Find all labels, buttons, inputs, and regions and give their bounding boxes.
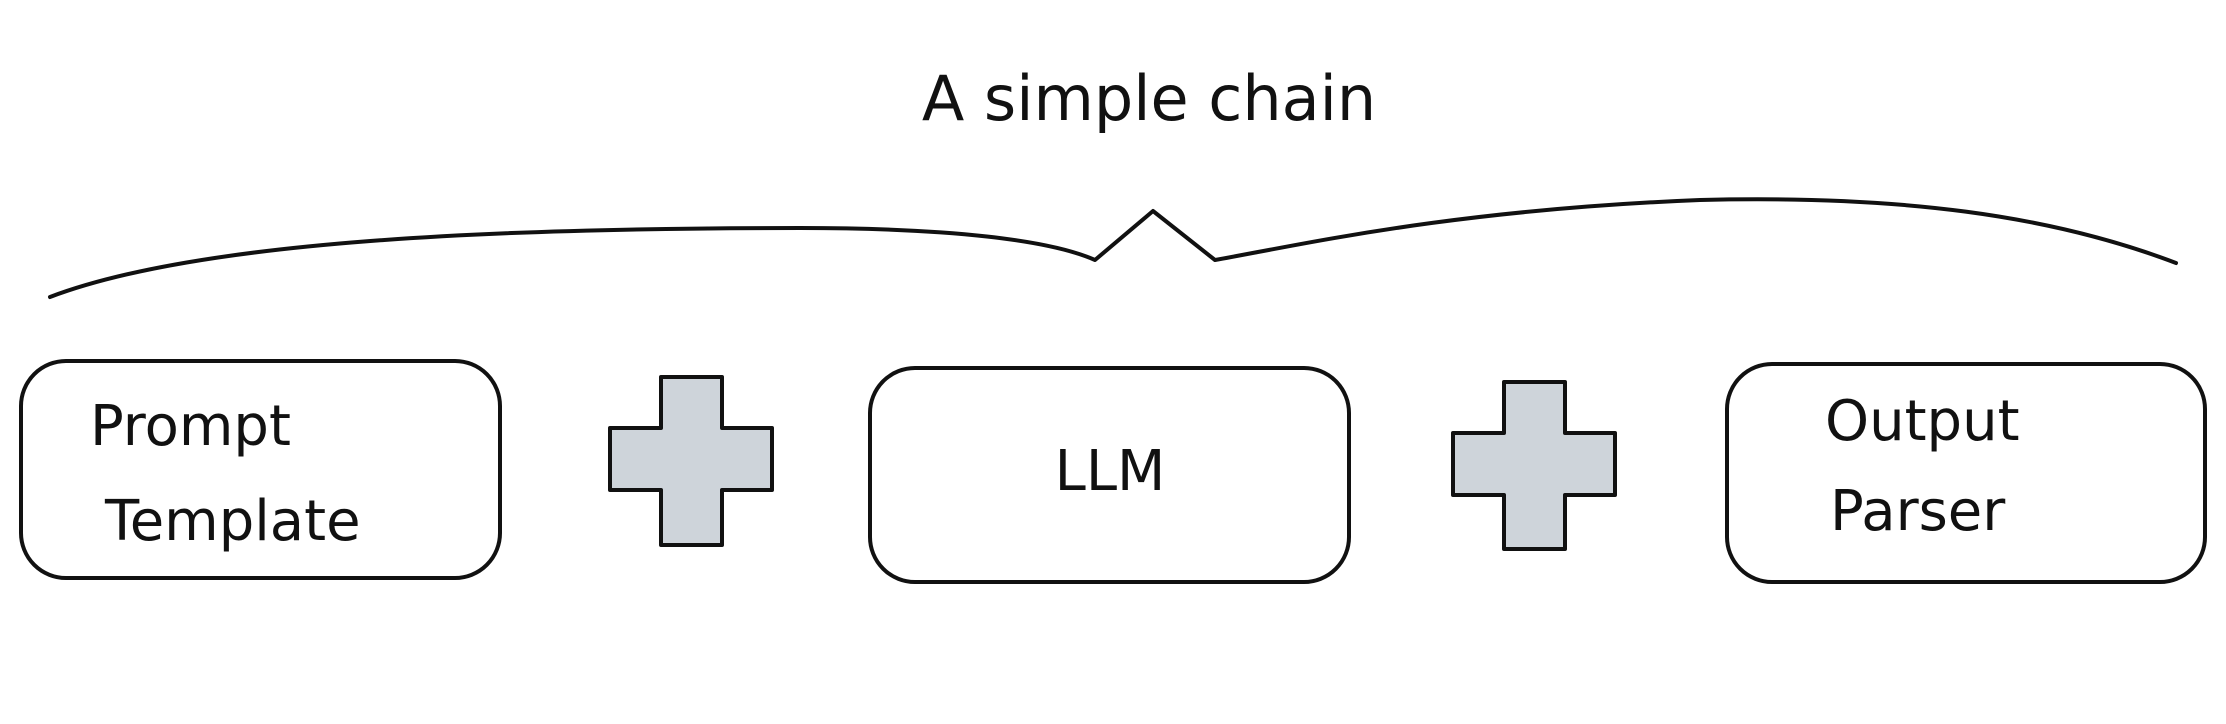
component-output-parser: Output Parser <box>1725 362 2207 584</box>
component-label: Output <box>1825 389 2020 454</box>
component-llm: LLM <box>868 366 1351 584</box>
component-label: LLM <box>1055 439 1166 504</box>
diagram-title: A simple chain <box>922 62 1376 135</box>
component-label: Prompt <box>90 394 291 459</box>
component-label: Parser <box>1830 479 2006 544</box>
plus-icon <box>608 375 774 547</box>
component-label: Template <box>104 489 361 554</box>
grouping-brace <box>48 197 2178 299</box>
plus-icon <box>1451 380 1617 551</box>
component-prompt-template: Prompt Template <box>19 359 502 580</box>
